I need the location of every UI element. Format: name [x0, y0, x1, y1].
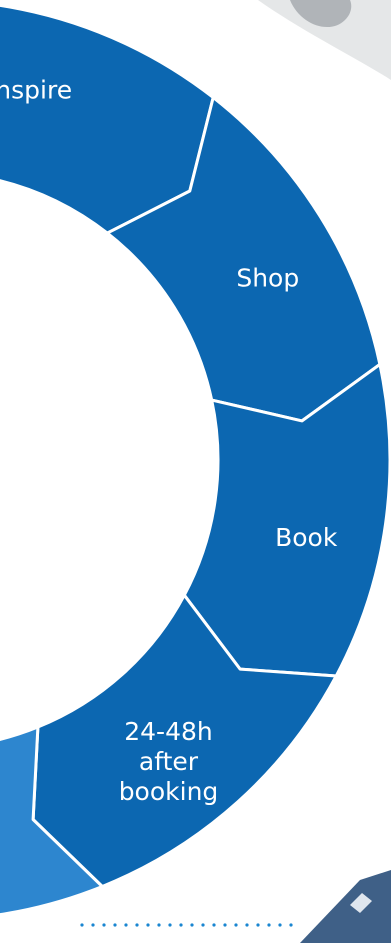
stage-label-line: after [139, 747, 199, 776]
dotted-connector [80, 923, 293, 927]
ring-segment-2 [105, 96, 382, 423]
stage-label-line: booking [119, 777, 219, 806]
background-photo-camera [258, 0, 391, 80]
stage-label-1: Inspire [0, 75, 72, 104]
ring-segment-3 [182, 362, 391, 678]
stage-label-2: Shop [236, 263, 299, 292]
stage-label-line: Shop [236, 263, 299, 292]
background-photo-phone [300, 870, 391, 943]
stage-label-line: Book [275, 523, 338, 552]
ring-segments [0, 3, 391, 917]
stage-label-line: Inspire [0, 75, 72, 104]
ring-segment-5 [0, 725, 104, 917]
ring-segment-4 [31, 593, 338, 888]
ring-segment-1 [0, 3, 215, 235]
stage-label-3: Book [275, 523, 338, 552]
stage-label-line: 24-48h [124, 717, 213, 746]
